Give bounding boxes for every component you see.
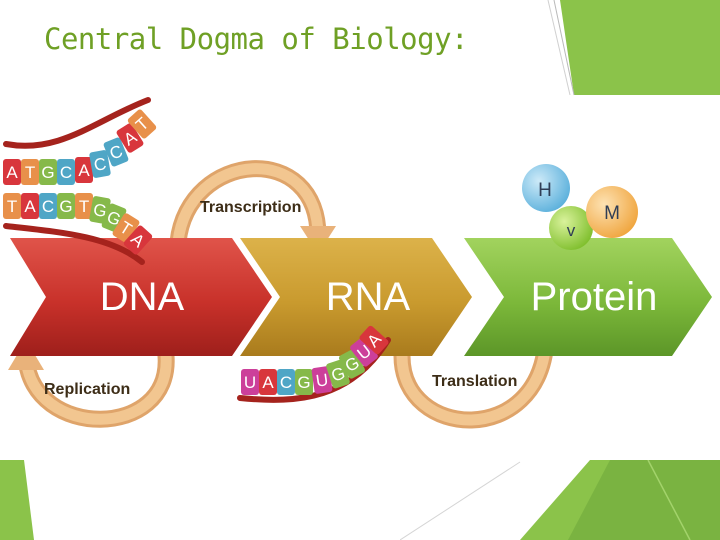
bottom-left-corner-decoration <box>0 460 34 540</box>
amino-acid-m-label: M <box>604 203 620 224</box>
svg-text:G: G <box>59 197 72 216</box>
dna-bottom-nucleotide: T <box>3 193 21 219</box>
svg-text:G: G <box>41 163 54 182</box>
dna-top-nucleotide: C <box>89 150 111 178</box>
dna-top-nucleotide: C <box>103 137 129 167</box>
dna-top-nucleotide: A <box>75 157 93 183</box>
svg-text:G: G <box>92 200 108 221</box>
svg-text:G: G <box>329 363 347 385</box>
dna-bottom-nucleotide: G <box>57 193 75 219</box>
rna-nucleotide: G <box>339 349 365 379</box>
svg-text:T: T <box>7 197 17 216</box>
svg-text:C: C <box>60 163 72 182</box>
slide-title: Central Dogma of Biology: <box>44 22 469 56</box>
dna-bottom-nucleotide: T <box>75 193 93 219</box>
dna-top-nucleotide: G <box>39 159 57 185</box>
top-right-corner-decoration <box>547 0 720 96</box>
rna-nucleotide: U <box>311 366 333 394</box>
amino-acids: H V M <box>522 164 638 250</box>
dna-top-nucleotide: T <box>21 159 39 185</box>
svg-text:U: U <box>315 370 330 391</box>
svg-text:G: G <box>297 373 310 392</box>
svg-text:C: C <box>92 154 107 175</box>
transcription-label: Transcription <box>200 199 301 216</box>
svg-text:A: A <box>78 161 90 180</box>
amino-acid-h-label: H <box>538 180 552 201</box>
rna-label: RNA <box>326 275 411 319</box>
amino-acid-h <box>522 164 570 212</box>
dna-bottom-nucleotide: A <box>123 225 153 255</box>
rna-nucleotide: A <box>259 369 277 395</box>
amino-acid-m <box>586 186 638 238</box>
dna-top-nucleotide: A <box>3 159 21 185</box>
svg-text:A: A <box>262 373 274 392</box>
rna-nucleotide: C <box>277 369 295 395</box>
replication-label: Replication <box>44 381 130 398</box>
protein-label: Protein <box>531 275 658 319</box>
svg-text:A: A <box>24 197 36 216</box>
rna-nucleotide: U <box>241 369 259 395</box>
svg-text:U: U <box>244 373 256 392</box>
svg-text:C: C <box>280 373 292 392</box>
dna-bottom-nucleotide: A <box>21 193 39 219</box>
rna-chevron <box>240 238 472 356</box>
svg-text:T: T <box>25 163 35 182</box>
rna-nucleotide: A <box>359 325 389 355</box>
rna-nucleotide: G <box>295 369 313 395</box>
amino-acid-v-label: V <box>567 221 576 240</box>
dna-top-nucleotide: T <box>127 109 157 139</box>
bottom-right-corner-decoration <box>400 460 720 540</box>
protein-chevron <box>464 238 712 356</box>
svg-text:C: C <box>42 197 54 216</box>
dna-top-nucleotide: C <box>57 159 75 185</box>
svg-text:T: T <box>79 197 89 216</box>
svg-text:A: A <box>6 163 18 182</box>
dna-top-nucleotide: A <box>116 123 144 153</box>
dna-chevron <box>10 238 272 356</box>
dna-label: DNA <box>100 275 185 319</box>
amino-acid-v <box>549 206 593 250</box>
dna-bottom-nucleotide: C <box>39 193 57 219</box>
dna-bottom-nucleotide: T <box>112 213 140 243</box>
translation-label: Translation <box>432 373 517 390</box>
